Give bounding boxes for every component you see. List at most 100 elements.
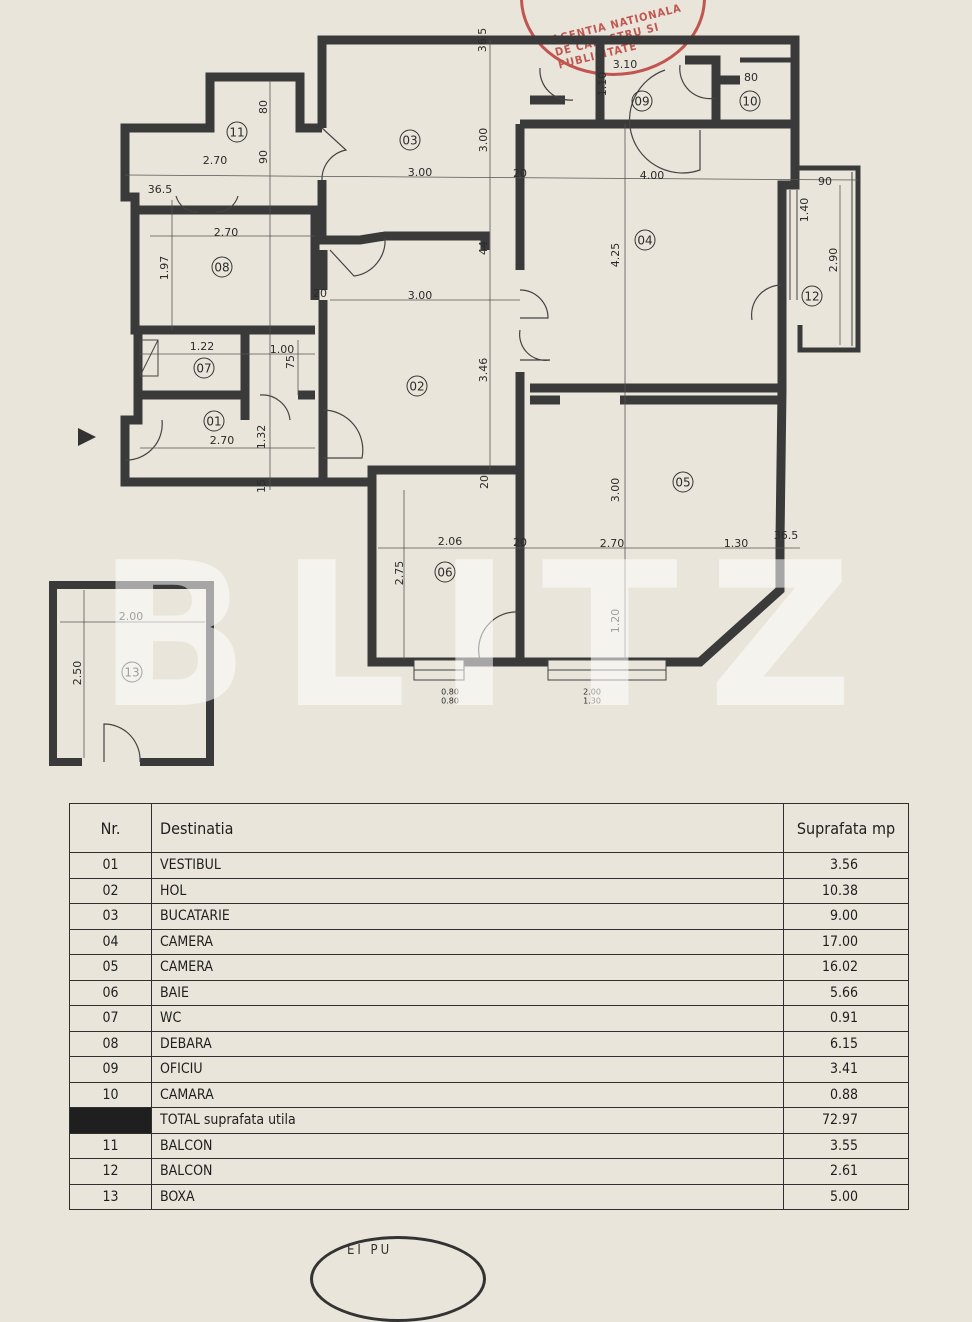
dimension-label: 80 xyxy=(744,71,758,84)
row-destinatia: TOTAL suprafata utila xyxy=(151,1107,784,1134)
room-marker xyxy=(801,285,823,307)
dimension-label: 1.32 xyxy=(255,425,268,450)
room-number: 13 xyxy=(124,666,139,680)
room-marker xyxy=(121,661,143,683)
row-nr: 13 xyxy=(69,1183,152,1210)
row-nr: 10 xyxy=(69,1081,152,1108)
room-number: 10 xyxy=(742,95,757,109)
row-destinatia: HOL xyxy=(151,877,784,904)
wall-kitchen-south xyxy=(317,180,490,250)
row-destinatia: BUCATARIE xyxy=(151,903,784,930)
wall-boxa-13 xyxy=(49,581,214,766)
row-suprafata: 2.61 xyxy=(783,1158,909,1185)
room-number: 06 xyxy=(437,566,452,580)
header-nr: Nr. xyxy=(69,803,152,853)
room-number: 08 xyxy=(214,261,229,275)
header-destinatia: Destinatia xyxy=(151,803,784,853)
room-number: 12 xyxy=(804,290,819,304)
wall-thickness-label: 20 xyxy=(513,536,527,549)
row-suprafata: 10.38 xyxy=(783,877,909,904)
row-nr: 03 xyxy=(69,903,152,930)
row-destinatia: WC xyxy=(151,1005,784,1032)
row-nr: 02 xyxy=(69,877,152,904)
dimension-label: 2.00 xyxy=(119,610,144,623)
dimension-label: 2.70 xyxy=(210,434,235,447)
dimension-label: 1.10 xyxy=(596,72,609,97)
dimension-label: 4.00 xyxy=(640,169,665,182)
table-header-row: Nr. Destinatia Suprafata mp xyxy=(69,803,909,853)
dimension-label: 75 xyxy=(284,355,297,369)
window-width-label: 2.00 xyxy=(583,688,601,697)
dimension-label: 2.75 xyxy=(393,561,406,586)
room-marker xyxy=(211,256,233,278)
room-marker xyxy=(226,121,248,143)
room-number: 05 xyxy=(675,476,690,490)
wall-balcony-12 xyxy=(795,165,861,353)
dimension-label: 44 xyxy=(477,241,490,255)
dimension-label: 3.00 xyxy=(408,289,433,302)
row-nr: 07 xyxy=(69,1005,152,1032)
row-nr xyxy=(69,1107,152,1134)
dimension-label: 1.20 xyxy=(609,609,622,634)
room-marker xyxy=(631,90,653,112)
dimension-label: 2.70 xyxy=(203,154,228,167)
row-suprafata: 0.91 xyxy=(783,1005,909,1032)
dimension-label: 4.25 xyxy=(609,243,622,268)
room-number: 11 xyxy=(229,126,244,140)
dimension-label: 2.70 xyxy=(214,226,239,239)
room-marker xyxy=(739,90,761,112)
wall-thickness-label: 20 xyxy=(513,167,527,180)
room-marker xyxy=(634,229,656,251)
room-number: 07 xyxy=(196,362,211,376)
row-destinatia: BAIE xyxy=(151,979,784,1006)
stamp-bottom-text: EI PU xyxy=(347,1243,393,1258)
row-suprafata: 17.00 xyxy=(783,928,909,955)
window-height-label: 0.80 xyxy=(441,697,459,706)
dimension-label: 3.00 xyxy=(477,128,490,153)
row-suprafata: 5.66 xyxy=(783,979,909,1006)
row-nr: 11 xyxy=(69,1132,152,1159)
dimension-label: 90 xyxy=(257,150,270,164)
entrance-arrow-icon xyxy=(78,428,96,446)
dimension-label: 36.5 xyxy=(148,183,173,196)
row-nr: 06 xyxy=(69,979,152,1006)
wall-outline-east xyxy=(515,119,800,667)
dimension-label: 3.00 xyxy=(408,166,433,179)
dimension-label: 3.46 xyxy=(477,358,490,383)
dimension-label: 1.97 xyxy=(158,256,171,281)
dimension-label: 1.00 xyxy=(270,343,295,356)
dimension-label: 36.5 xyxy=(476,28,489,53)
doors xyxy=(103,64,783,763)
dimension-label: 2.70 xyxy=(600,537,625,550)
row-nr: 01 xyxy=(69,852,152,879)
row-destinatia: DEBARA xyxy=(151,1030,784,1057)
row-destinatia: VESTIBUL xyxy=(151,852,784,879)
dimension-label: 36.5 xyxy=(774,529,799,542)
room-marker xyxy=(406,375,428,397)
dimension-label: 3.00 xyxy=(609,478,622,503)
room-number: 03 xyxy=(402,134,417,148)
row-destinatia: BOXA xyxy=(151,1183,784,1210)
wall-outline-west xyxy=(120,175,525,487)
row-destinatia: CAMARA xyxy=(151,1081,784,1108)
row-suprafata: 3.55 xyxy=(783,1132,909,1159)
row-destinatia: CAMERA xyxy=(151,928,784,955)
header-suprafata: Suprafata mp xyxy=(783,803,909,853)
dimension-label: 1.30 xyxy=(724,537,749,550)
row-suprafata: 9.00 xyxy=(783,903,909,930)
dimension-label: 2.06 xyxy=(438,535,463,548)
